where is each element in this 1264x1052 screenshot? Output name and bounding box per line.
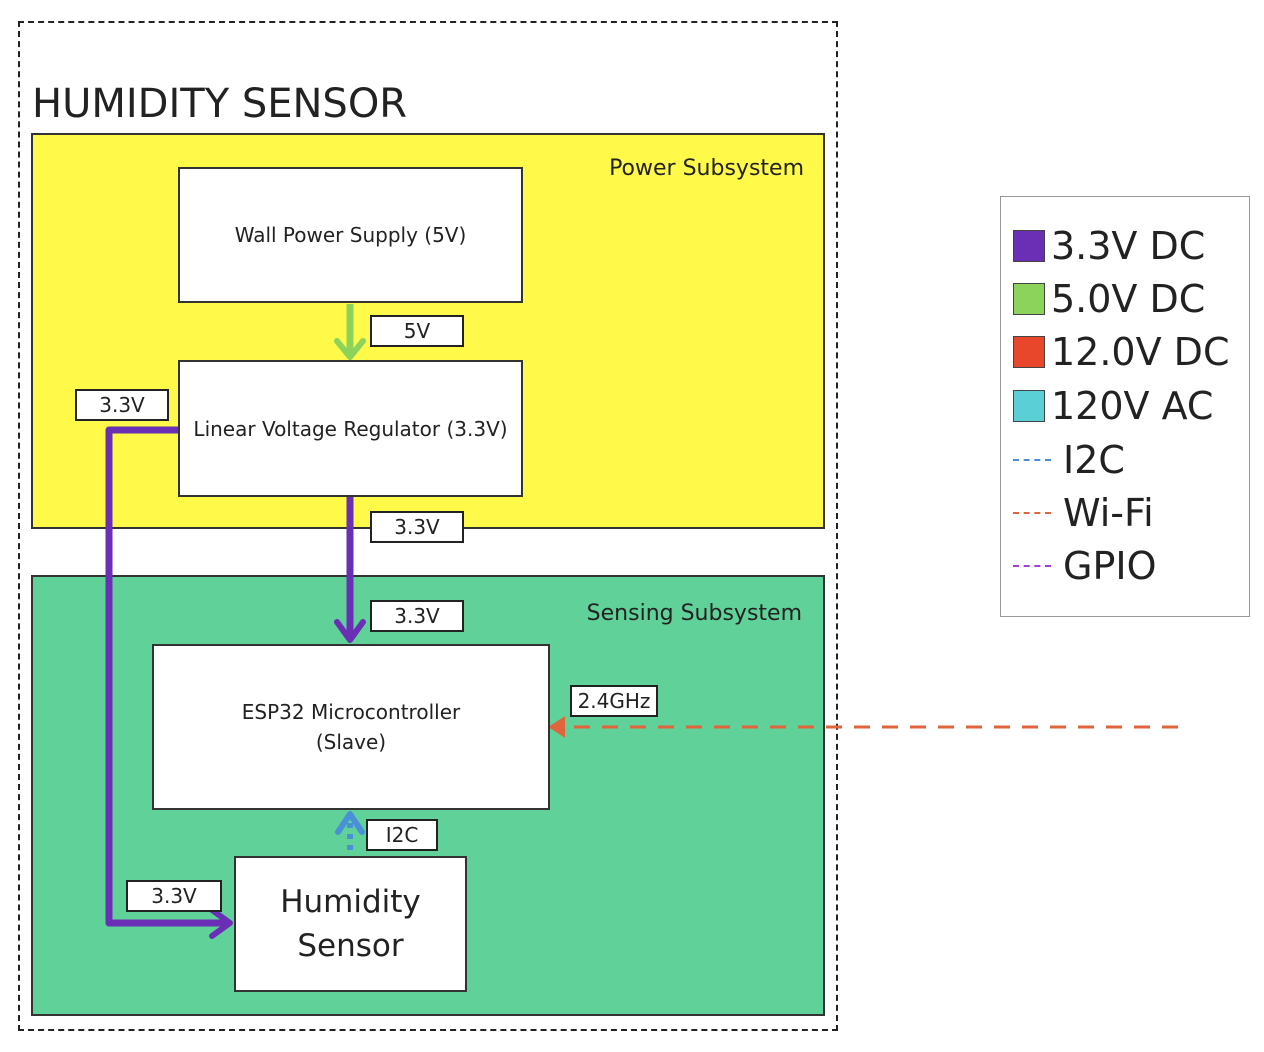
wire-i2c-sensor-to-esp32 (335, 811, 365, 850)
wall-power-supply-block: Wall Power Supply (5V) (178, 167, 523, 303)
legend-item-3v3-dc: 3.3V DC (1013, 221, 1205, 271)
label-wifi-frequency: 2.4GHz (570, 685, 658, 717)
legend-item-gpio: GPIO (1013, 541, 1156, 591)
wire-3v3-regulator-to-sensor (105, 426, 233, 939)
wire-5v-arrowhead (334, 338, 366, 360)
legend-swatch-3v3-dc (1013, 230, 1045, 262)
legend-label-i2c: I2C (1063, 438, 1125, 482)
wire-3v3-sensor-line (105, 426, 226, 927)
label-3v3-regulator-side: 3.3V (75, 389, 169, 421)
wire-3v3-sensor-arrowhead (209, 907, 233, 939)
legend-item-120v-ac: 120V AC (1013, 381, 1213, 431)
legend-label-120v-ac: 120V AC (1051, 384, 1214, 428)
legend-label-wifi: Wi-Fi (1063, 491, 1154, 535)
legend-item-i2c: I2C (1013, 435, 1125, 485)
legend-item-wifi: Wi-Fi (1013, 488, 1154, 538)
label-3v3-regulator-out: 3.3V (370, 511, 464, 543)
power-subsystem-label: Power Subsystem (609, 156, 804, 181)
humidity-sensor-boundary (18, 21, 838, 1031)
legend-dash-wifi (1013, 512, 1051, 514)
label-i2c: I2C (366, 819, 438, 851)
legend-swatch-120v-ac (1013, 390, 1045, 422)
wire-i2c-arrowhead (335, 811, 365, 835)
diagram-title: HUMIDITY SENSOR (32, 81, 408, 127)
legend: 3.3V DC 5.0V DC 12.0V DC 120V AC I2C Wi-… (1000, 196, 1250, 617)
legend-label-3v3-dc: 3.3V DC (1051, 224, 1206, 268)
sensing-subsystem-label: Sensing Subsystem (586, 601, 802, 626)
label-3v3-sensor-in: 3.3V (126, 880, 222, 912)
humidity-sensor-block: Humidity Sensor (234, 856, 467, 992)
wire-5v-supply-to-regulator (334, 304, 366, 360)
legend-label-gpio: GPIO (1063, 544, 1157, 588)
wire-3v3-regulator-to-esp32 (334, 497, 366, 643)
wire-wifi-to-esp32 (548, 716, 1178, 738)
legend-dash-i2c (1013, 459, 1051, 461)
legend-label-5v-dc: 5.0V DC (1051, 277, 1206, 321)
label-5v: 5V (370, 315, 464, 347)
linear-voltage-regulator-block: Linear Voltage Regulator (3.3V) (178, 360, 523, 497)
legend-swatch-12v-dc (1013, 336, 1045, 368)
label-3v3-esp32-in: 3.3V (370, 600, 464, 632)
legend-label-12v-dc: 12.0V DC (1051, 330, 1230, 374)
esp32-microcontroller-block: ESP32 Microcontroller (Slave) (152, 644, 550, 810)
wire-3v3-esp32-arrowhead (334, 619, 366, 643)
legend-item-5v-dc: 5.0V DC (1013, 274, 1205, 324)
legend-item-12v-dc: 12.0V DC (1013, 327, 1229, 377)
legend-dash-gpio (1013, 565, 1051, 567)
legend-swatch-5v-dc (1013, 283, 1045, 315)
wire-wifi-arrowhead (548, 716, 565, 738)
